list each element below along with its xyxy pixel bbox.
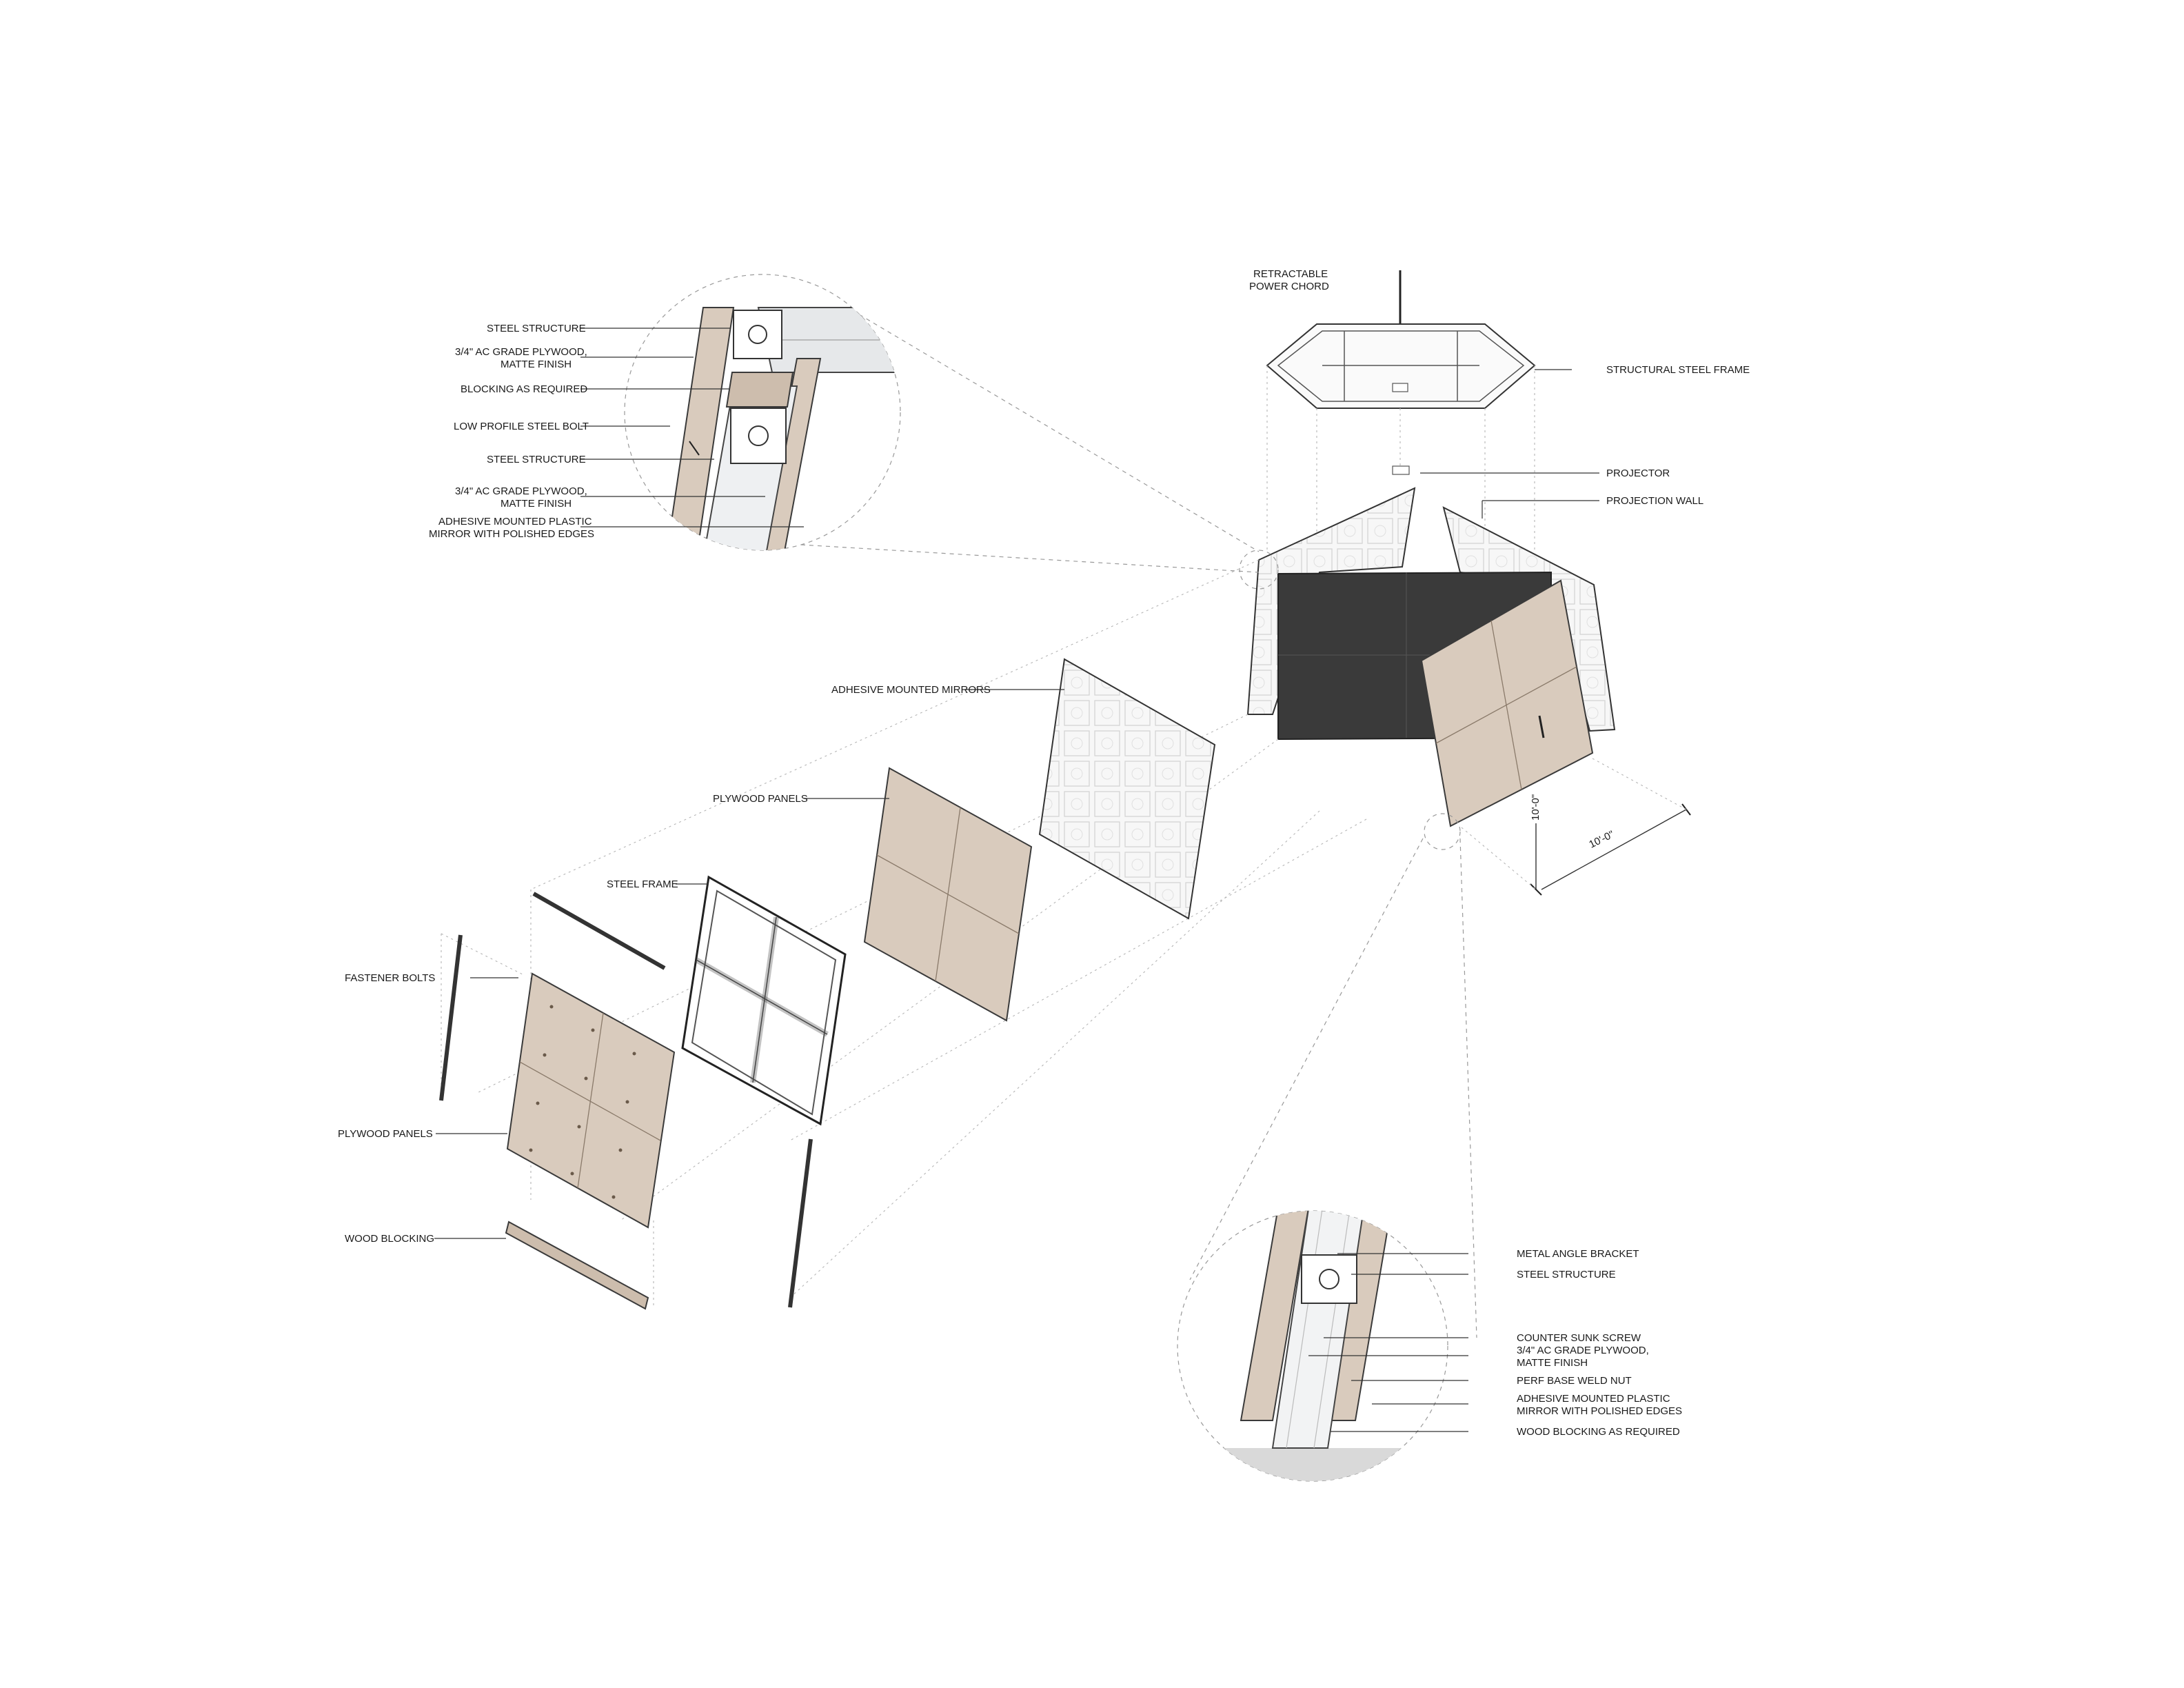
structural-steel-frame xyxy=(1266,323,1536,409)
exploded-plywood-panel-lower xyxy=(506,972,676,1229)
wood-blocking-label: WOOD BLOCKING xyxy=(345,1233,434,1245)
steel-bar-vertical xyxy=(788,1138,813,1308)
db-plywood-a: 3/4" AC GRADE PLYWOOD, xyxy=(1517,1345,1649,1356)
dt-mirror-b: MIRROR WITH POLISHED EDGES xyxy=(429,528,594,540)
dt-plywood-1b: MATTE FINISH xyxy=(501,359,572,370)
detail-marker-top xyxy=(1239,550,1279,590)
db-mirror-a: ADHESIVE MOUNTED PLASTIC xyxy=(1517,1393,1670,1405)
adhesive-mirrors-label: ADHESIVE MOUNTED MIRRORS xyxy=(831,684,991,696)
plywood-panels-upper-label: PLYWOOD PANELS xyxy=(713,793,808,805)
detail-bottom-content xyxy=(1177,1211,1448,1481)
dt-plywood-2a: 3/4" AC GRADE PLYWOOD, xyxy=(455,485,587,497)
steel-bar-top xyxy=(532,892,666,970)
dim-width-label: 10'-0" xyxy=(1587,829,1616,851)
power-chord-label-2: POWER CHORD xyxy=(1249,281,1329,292)
detail-marker-bottom xyxy=(1424,813,1461,850)
db-plywood-b: MATTE FINISH xyxy=(1517,1357,1588,1369)
projector xyxy=(1392,465,1410,475)
dt-plywood-1a: 3/4" AC GRADE PLYWOOD, xyxy=(455,346,587,358)
power-chord-label-1: RETRACTABLE xyxy=(1253,268,1328,280)
exploded-plywood-panel-upper xyxy=(863,767,1033,1022)
plywood-door-panel xyxy=(1420,579,1594,827)
fastener-bolts-label: FASTENER BOLTS xyxy=(345,972,435,984)
dt-mirror-a: ADHESIVE MOUNTED PLASTIC xyxy=(438,516,592,528)
db-steel-structure: STEEL STRUCTURE xyxy=(1517,1269,1616,1280)
db-mirror-b: MIRROR WITH POLISHED EDGES xyxy=(1517,1405,1682,1417)
plywood-panels-lower-label: PLYWOOD PANELS xyxy=(338,1128,433,1140)
pavilion-assembly: 10'-0" 10'-0" xyxy=(1239,270,1691,896)
dt-blocking: BLOCKING AS REQUIRED xyxy=(461,383,587,395)
detail-circle-bottom xyxy=(1177,1210,1448,1482)
exploded-mirror-panel xyxy=(1038,658,1216,920)
structural-steel-frame-label: STRUCTURAL STEEL FRAME xyxy=(1606,364,1750,376)
dim-height-label: 10'-0" xyxy=(1530,794,1541,821)
projection-wall-label: PROJECTION WALL xyxy=(1606,495,1703,507)
db-screw: COUNTER SUNK SCREW xyxy=(1517,1332,1641,1344)
steel-frame-label: STEEL FRAME xyxy=(607,878,678,890)
dt-steel-structure-2: STEEL STRUCTURE xyxy=(487,454,586,465)
db-blocking: WOOD BLOCKING AS REQUIRED xyxy=(1517,1426,1680,1438)
dt-bolt: LOW PROFILE STEEL BOLT xyxy=(454,421,589,432)
dt-plywood-2b: MATTE FINISH xyxy=(501,498,572,510)
exploded-steel-frame xyxy=(681,875,847,1126)
dimension-lines xyxy=(1461,758,1691,896)
exploded-wood-blocking xyxy=(505,1220,649,1310)
db-bracket: METAL ANGLE BRACKET xyxy=(1517,1248,1639,1260)
db-weld-nut: PERF BASE WELD NUT xyxy=(1517,1375,1632,1387)
detail-top-content xyxy=(665,307,900,550)
projector-label: PROJECTOR xyxy=(1606,468,1670,479)
dt-steel-structure-1: STEEL STRUCTURE xyxy=(487,323,586,334)
fastener-rod-left xyxy=(439,934,463,1101)
